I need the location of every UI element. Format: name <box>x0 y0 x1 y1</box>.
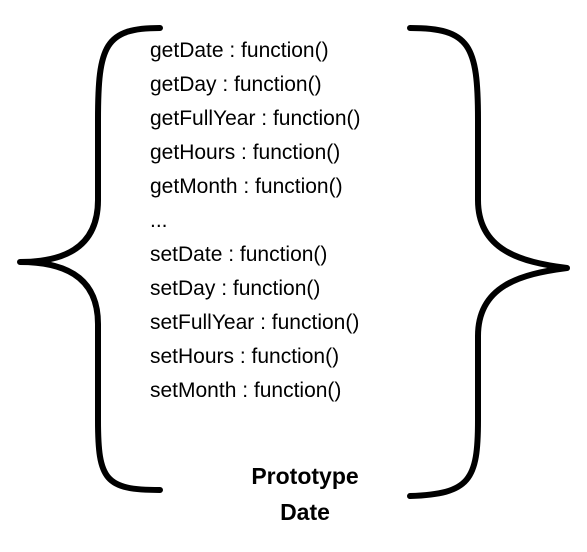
member-item: setDay : function() <box>150 277 321 300</box>
member-item: getMonth : function() <box>150 175 343 198</box>
member-item: getHours : function() <box>150 141 341 164</box>
member-item: setMonth : function() <box>150 379 342 402</box>
right-curly-brace <box>407 25 570 499</box>
member-item: setFullYear : function() <box>150 311 360 334</box>
member-item: getDay : function() <box>150 73 322 96</box>
member-item: getFullYear : function() <box>150 107 361 130</box>
prototype-label: Prototype Date <box>205 458 405 530</box>
member-item: getDate : function() <box>150 39 329 62</box>
member-item: setDate : function() <box>150 243 328 266</box>
prototype-member-list: getDate : function() getDay : function()… <box>150 34 361 408</box>
prototype-label-line2: Date <box>280 499 330 525</box>
ellipsis-item: ... <box>150 209 168 232</box>
left-curly-brace <box>17 25 163 493</box>
member-item: setHours : function() <box>150 345 340 368</box>
prototype-label-line1: Prototype <box>251 463 359 489</box>
